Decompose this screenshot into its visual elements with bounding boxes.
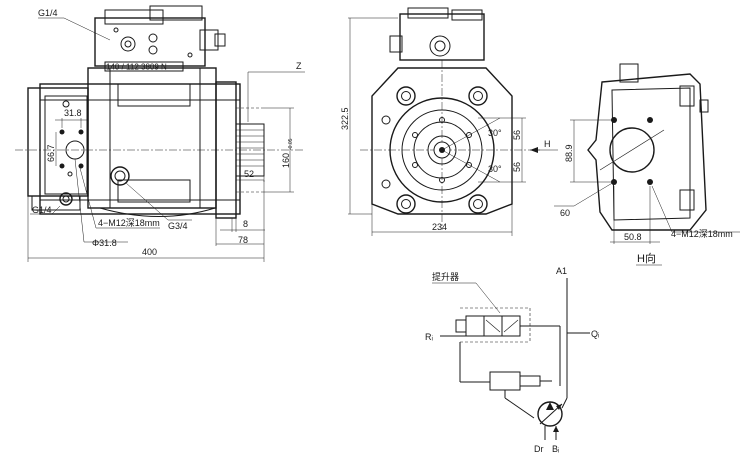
dim-234: 234 [432, 222, 447, 232]
nameplate-label: 140 / 112 3809 N [106, 63, 167, 72]
label-g14-bottom: G1/4 [32, 205, 52, 215]
dim-160-tol: -0.05 [288, 138, 294, 150]
label-bi: Bᵢ [552, 444, 559, 454]
dim-78: 78 [238, 235, 248, 245]
dim-88-9: 88.9 [564, 144, 574, 162]
dim-60: 60 [560, 208, 570, 218]
dim-8: 8 [243, 219, 248, 229]
dim-56-bottom: 56 [512, 162, 522, 172]
dim-30-top: 30° [488, 128, 502, 138]
dim-52: 52 [244, 169, 254, 179]
dim-66-7: 66.7 [46, 144, 56, 162]
dim-30-bottom: 30° [488, 164, 502, 174]
label-g14-top: G1/4 [38, 8, 58, 18]
h-view-title: H向 [637, 251, 656, 265]
label-qi: Qᵢ [591, 329, 599, 339]
label-lifter: 提升器 [432, 272, 459, 282]
label-g34: G3/4 [168, 221, 188, 231]
side-view: 140 / 112 3809 N [15, 5, 305, 262]
label-m12-side: 4−M12深18mm [98, 218, 160, 228]
dim-31-8: 31.8 [64, 108, 82, 118]
dim-160: 160 [281, 153, 291, 168]
front-view: 30° 30° 56 56 H 322.5 234 [340, 7, 558, 236]
label-a1: A1 [556, 266, 567, 276]
dim-400: 400 [142, 247, 157, 257]
label-m12-h: 4−M12深18mm [671, 229, 733, 239]
hydraulic-schematic: A1 Qᵢ 提升器 Rᵢ [425, 266, 599, 454]
label-h: H [544, 139, 551, 149]
dim-322-5: 322.5 [340, 107, 350, 130]
label-z: Z [296, 61, 302, 71]
dim-50-8: 50.8 [624, 232, 642, 242]
dim-56-top: 56 [512, 130, 522, 140]
label-dr: Dr [534, 444, 544, 454]
h-view: 88.9 60 50.8 4−M12深18mm H向 [554, 63, 740, 266]
mount-bolts [381, 86, 488, 214]
label-ri: Rᵢ [425, 332, 433, 342]
label-phi31-8: Φ31.8 [92, 238, 117, 248]
